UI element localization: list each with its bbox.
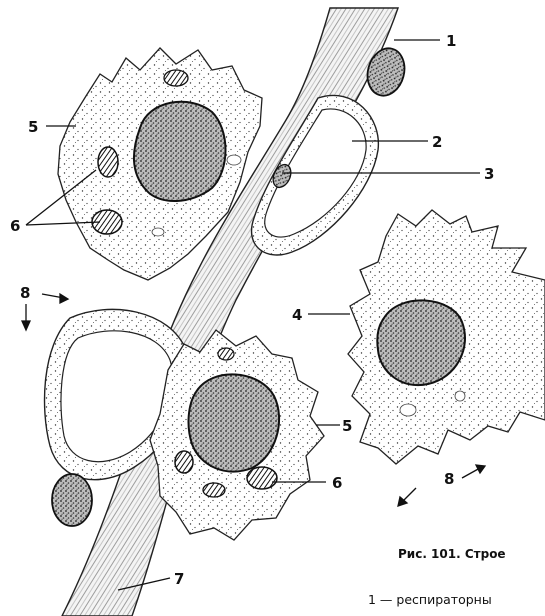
- vacuole: [152, 228, 164, 236]
- vacuole: [227, 155, 241, 165]
- label-3: 3: [484, 165, 494, 183]
- label-7: 7: [174, 570, 184, 588]
- lamellar-body-lower-b: [175, 451, 193, 473]
- figure-caption: Рис. 101. Строе: [398, 547, 506, 561]
- lamellar-body-upper-a: [98, 147, 118, 177]
- macrophage-upper-nucleus: [134, 102, 226, 201]
- vacuole: [455, 391, 465, 401]
- lamellar-body-lower-d: [218, 348, 234, 360]
- label-4: 4: [292, 306, 302, 324]
- epithelial-cell-nucleus-lower: [52, 474, 92, 526]
- vacuole: [400, 404, 416, 416]
- label-6-upper: 6: [10, 217, 20, 235]
- lamellar-body-lower-a: [247, 467, 277, 489]
- lamellar-body-upper-c: [164, 70, 188, 86]
- label-8-right: 8: [444, 470, 454, 488]
- label-8-left: 8: [20, 284, 30, 302]
- label-5-lower: 5: [342, 417, 352, 435]
- label-5-upper: 5: [28, 118, 38, 136]
- macrophage-lower-nucleus: [189, 374, 280, 471]
- lamellar-body-lower-c: [203, 483, 225, 497]
- label-1: 1: [446, 32, 456, 50]
- label-6-lower: 6: [332, 474, 342, 492]
- label-2: 2: [432, 133, 442, 151]
- figure-legend-line: 1 — респираторны: [368, 592, 492, 607]
